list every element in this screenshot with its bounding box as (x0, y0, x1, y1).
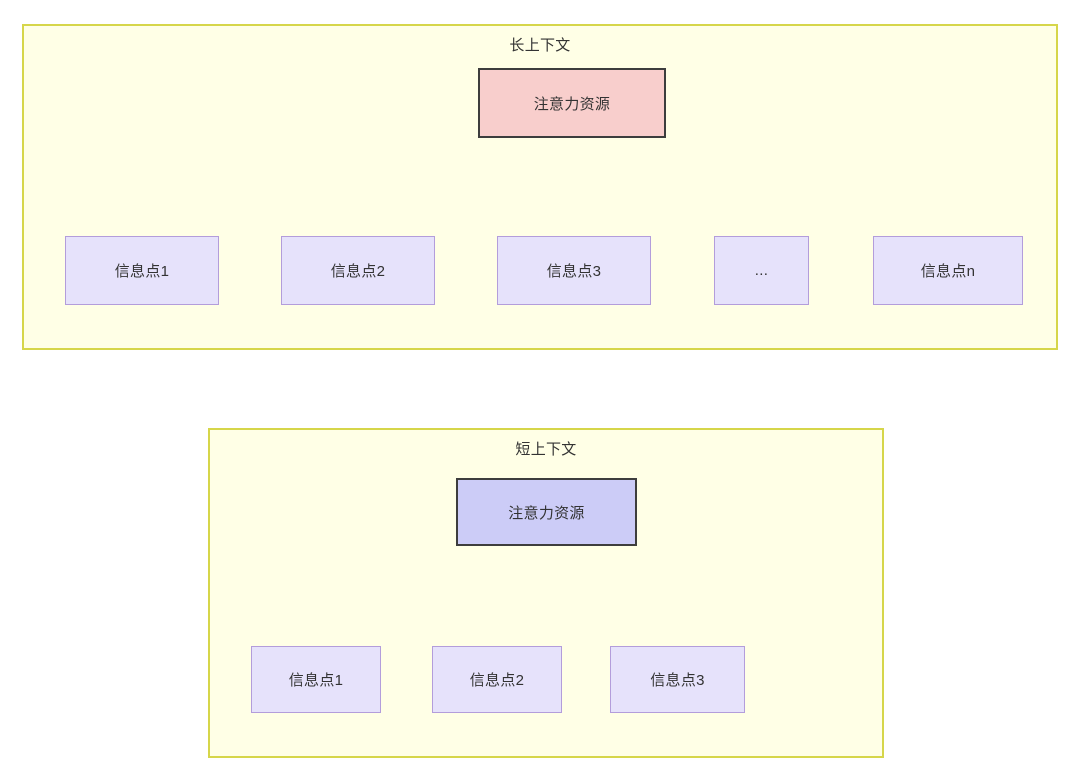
node-label: 信息点1 (288, 672, 344, 689)
node-label: 信息点3 (650, 672, 705, 689)
node-label: ... (754, 262, 769, 279)
node-label: 信息点2 (469, 672, 525, 689)
node-short-info-3[interactable]: 信息点3 (610, 646, 745, 713)
node-label: 信息点1 (114, 263, 170, 280)
node-long-info-2[interactable]: 信息点2 (281, 236, 435, 305)
node-long-info-1[interactable]: 信息点1 (65, 236, 219, 305)
node-short-info-1[interactable]: 信息点1 (251, 646, 381, 713)
node-short-attention-resource[interactable]: 注意力资源 (456, 478, 637, 546)
node-short-info-2[interactable]: 信息点2 (432, 646, 562, 713)
node-label: 注意力资源 (508, 504, 585, 522)
node-long-info-n[interactable]: 信息点n (873, 236, 1023, 305)
node-label: 信息点2 (330, 263, 386, 280)
node-label: 信息点n (920, 263, 976, 280)
panel-long-context-title: 长上下文 (509, 37, 571, 54)
node-label: 信息点3 (546, 263, 602, 280)
node-long-attention-resource[interactable]: 注意力资源 (478, 68, 666, 138)
node-label: 注意力资源 (533, 95, 611, 113)
node-long-info-3[interactable]: 信息点3 (497, 236, 651, 305)
node-long-info-ellipsis[interactable]: ... (714, 236, 809, 305)
panel-short-context-title: 短上下文 (515, 441, 577, 458)
